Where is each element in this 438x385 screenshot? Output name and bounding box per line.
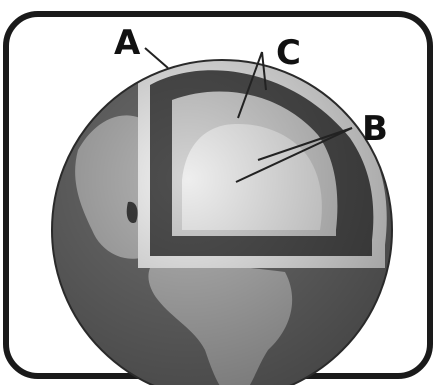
label-c: C [276, 33, 301, 73]
label-a: A [114, 23, 141, 63]
label-b: B [362, 109, 388, 149]
